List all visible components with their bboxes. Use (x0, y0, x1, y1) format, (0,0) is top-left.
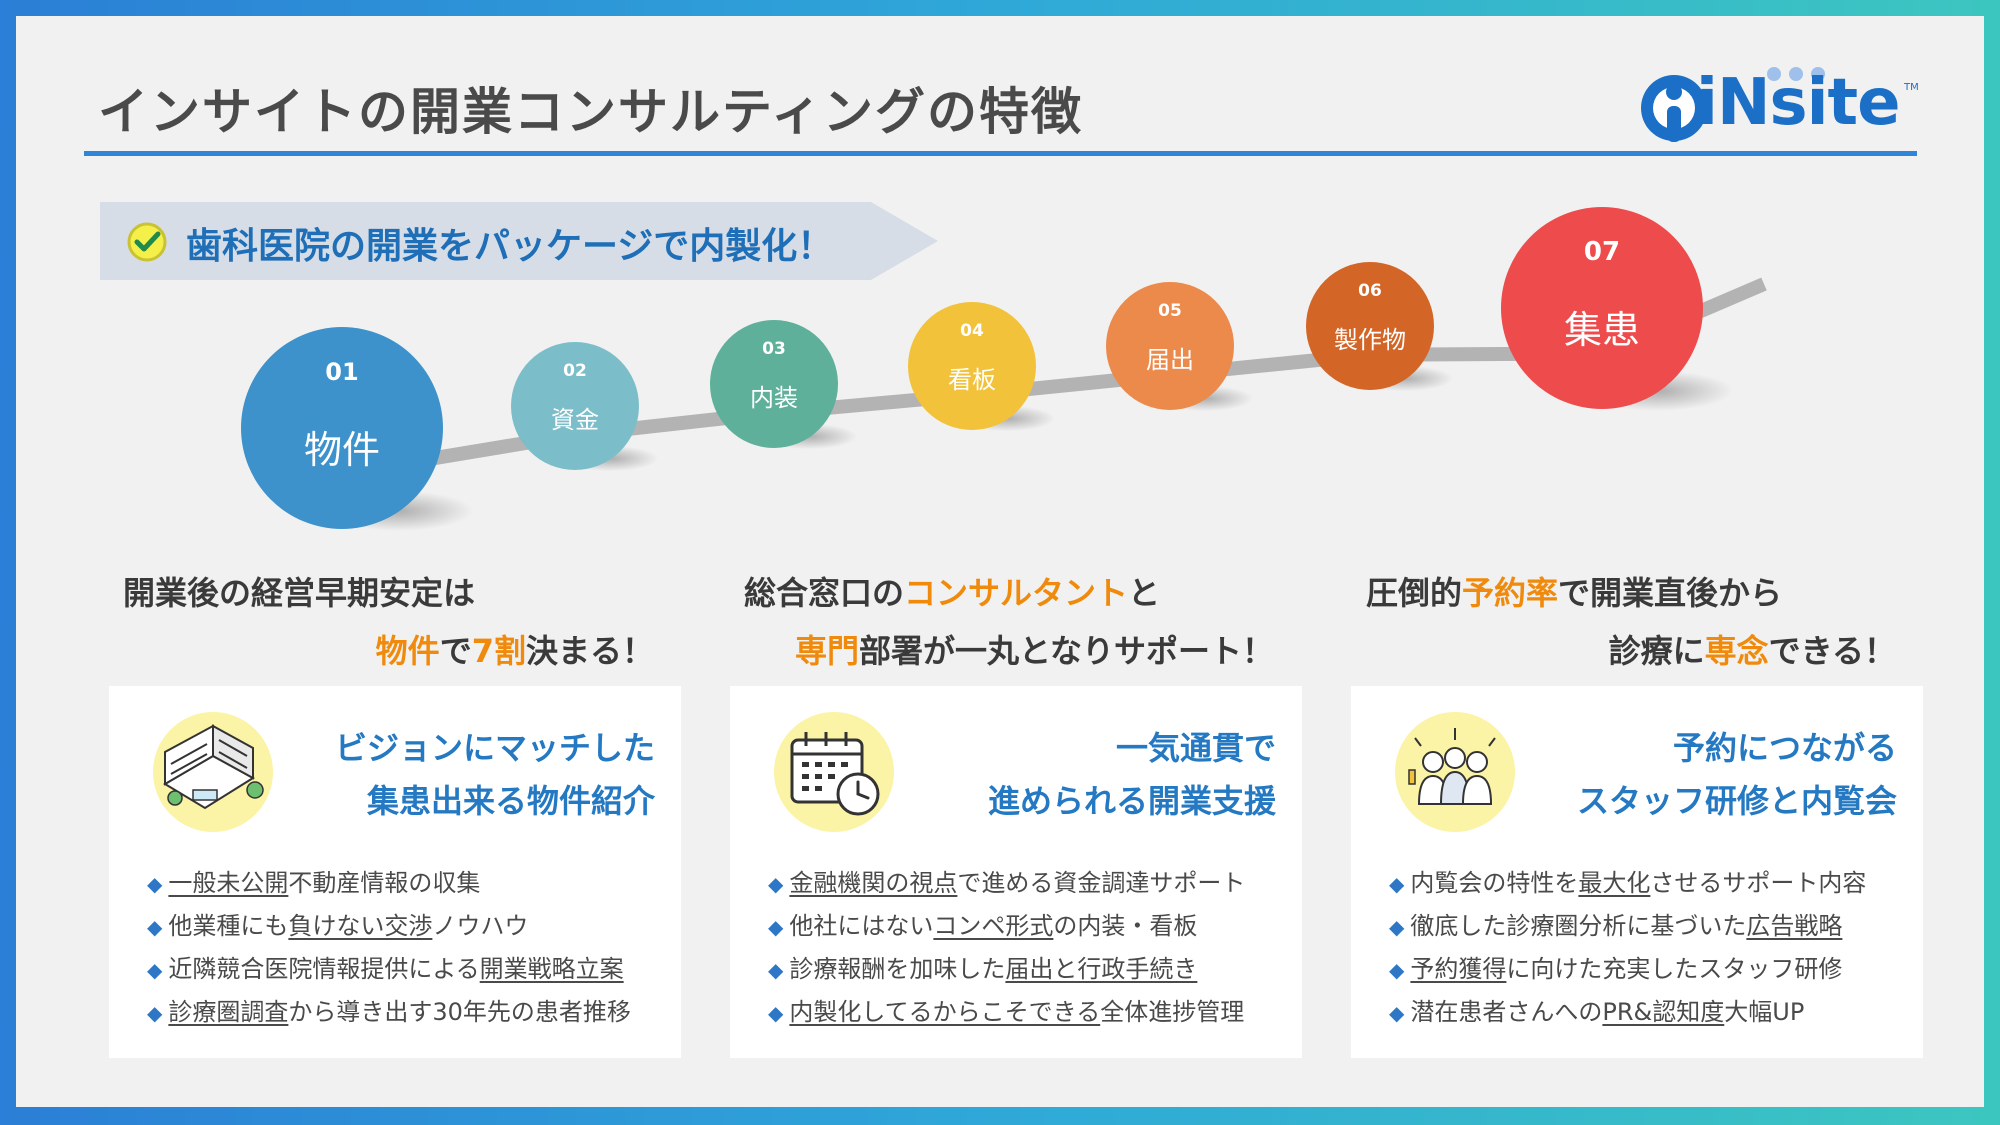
diamond-bullet-icon: ◆ (147, 958, 163, 982)
step-number: 01 (325, 358, 359, 387)
step-label: 内装 (750, 384, 798, 413)
feature-item: ◆診療報酬を加味した届出と行政手続き (768, 955, 1198, 983)
page-title: インサイトの開業コンサルティングの特徴 (98, 83, 1083, 141)
diamond-bullet-icon: ◆ (1389, 915, 1405, 939)
step-label: 製作物 (1334, 326, 1406, 355)
card-title: 一気通貫で進められる開業支援 (987, 729, 1276, 820)
feature-item: ◆一般未公開不動産情報の収集 (147, 869, 481, 897)
pitch-1-line2: 物件で7割決まる！ (375, 632, 654, 670)
step-number: 03 (762, 338, 786, 359)
feature-item: ◆内覧会の特性を最大化させるサポート内容 (1389, 869, 1867, 897)
slide: インサイトの開業コンサルティングの特徴 iNsite TM 歯科医院の開業をパッ… (16, 16, 1984, 1107)
feature-list: ◆一般未公開不動産情報の収集 ◆他業種にも負けない交渉ノウハウ ◆近隣競合医院情報提… (147, 862, 631, 1034)
banner (100, 202, 938, 280)
feature-list: ◆金融機関の視点で進める資金調達サポート ◆他社にはないコンペ形式の内装・看板 ◆診… (768, 862, 1245, 1034)
step-circle-02 (511, 342, 639, 470)
feature-card-property: ビジョンにマッチした集患出来る物件紹介 ◆一般未公開不動産情報の収集 ◆他業種にも… (109, 686, 681, 1058)
diamond-bullet-icon: ◆ (768, 1001, 784, 1025)
step-circle-07 (1501, 207, 1703, 409)
step-label: 届出 (1146, 346, 1194, 375)
step-flow (241, 207, 1767, 532)
feature-item: ◆潜在患者さんへのPR&認知度大幅UP (1389, 998, 1805, 1026)
step-circle-05 (1106, 282, 1234, 410)
banner-text: 歯科医院の開業をパッケージで内製化！ (186, 226, 834, 267)
diamond-bullet-icon: ◆ (1389, 958, 1405, 982)
card-title: 予約につながるスタッフ研修と内覧会 (1576, 729, 1897, 820)
feature-item: ◆徹底した診療圏分析に基づいた広告戦略 (1389, 912, 1843, 940)
pitch-3-line2: 診療に専念できる！ (1608, 632, 1896, 670)
insite-logo-icon (1641, 67, 1825, 142)
building-icon (153, 712, 273, 832)
step-circle-03 (710, 320, 838, 448)
brand-tm: TM (1904, 82, 1919, 93)
pitch-1-line1: 開業後の経営早期安定は (123, 574, 476, 612)
diamond-bullet-icon: ◆ (768, 872, 784, 896)
card-title: ビジョンにマッチした集患出来る物件紹介 (334, 729, 655, 820)
feature-card-support: 一気通貫で進められる開業支援 ◆金融機関の視点で進める資金調達サポート ◆他社には… (730, 686, 1302, 1058)
feature-list: ◆内覧会の特性を最大化させるサポート内容◆徹底した診療圏分析に基づいた広告戦略◆… (1389, 862, 1866, 1034)
step-label: 看板 (948, 366, 996, 395)
step-circle-06 (1306, 262, 1434, 390)
feature-item: ◆内製化してるからこそできる全体進捗管理 (768, 998, 1245, 1026)
feature-item: ◆近隣競合医院情報提供による開業戦略立案 (147, 955, 624, 983)
feature-item: ◆金融機関の視点で進める資金調達サポート (768, 869, 1246, 897)
step-label: 集患 (1563, 307, 1640, 352)
step-label: 物件 (303, 427, 380, 472)
diamond-bullet-icon: ◆ (768, 958, 784, 982)
feature-item: ◆予約獲得に向けた充実したスタッフ研修 (1389, 955, 1843, 983)
diamond-bullet-icon: ◆ (147, 1001, 163, 1025)
diamond-bullet-icon: ◆ (768, 915, 784, 939)
pitch-2-line1: 総合窓口のコンサルタントと (744, 574, 1161, 612)
title-divider (84, 151, 1917, 156)
step-number: 04 (960, 320, 984, 341)
step-number: 07 (1583, 236, 1621, 267)
step-label: 資金 (551, 406, 599, 435)
step-circle-01 (241, 327, 443, 529)
step-number: 06 (1358, 280, 1382, 301)
diamond-bullet-icon: ◆ (147, 915, 163, 939)
diamond-bullet-icon: ◆ (1389, 1001, 1405, 1025)
pitch-3-line1: 圧倒的予約率で開業直後から (1366, 574, 1783, 612)
feature-item: ◆診療圏調査から導き出す30年先の患者推移 (147, 998, 631, 1026)
calendar-clock-icon (774, 712, 894, 832)
brand-name: iNsite (1696, 66, 1901, 140)
step-number: 02 (563, 360, 587, 381)
step-circle-04 (908, 302, 1036, 430)
diamond-bullet-icon: ◆ (1389, 872, 1405, 896)
check-circle-icon (127, 222, 167, 262)
feature-card-training: 予約につながるスタッフ研修と内覧会 ◆内覧会の特性を最大化させるサポート内容 ◆徹… (1351, 686, 1923, 1058)
pitch-2-line2: 専門部署が一丸となりサポート！ (794, 632, 1274, 670)
feature-item: ◆他社にはないコンペ形式の内装・看板 (768, 912, 1198, 940)
feature-item: ◆他業種にも負けない交渉ノウハウ (147, 912, 529, 940)
staff-team-icon (1395, 712, 1515, 832)
diamond-bullet-icon: ◆ (147, 872, 163, 896)
step-number: 05 (1158, 300, 1182, 321)
